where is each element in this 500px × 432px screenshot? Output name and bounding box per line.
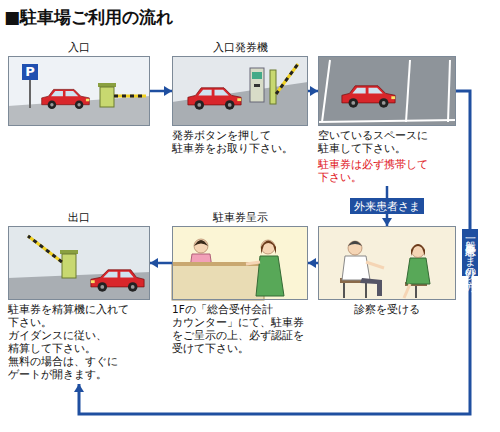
route-label: 外来患者さま <box>350 198 424 214</box>
arrow-head <box>310 86 318 96</box>
flow-step: 入口発券機発券ボタンを押して 駐車券をお取り下さい。 <box>172 40 308 155</box>
flow-step: 入口 <box>8 40 150 126</box>
sign-letter: P <box>22 64 38 80</box>
arrow-head <box>74 384 84 392</box>
step-text: 駐車券を精算機に入れて 下さい。 ガイダンスに従い、 精算して下さい。 無料の場… <box>8 303 133 381</box>
step-heading: 入口発券機 <box>172 40 308 56</box>
arrow-head <box>150 258 158 268</box>
counter-scene <box>172 226 308 300</box>
step-text: 空いているスペースに 駐車して下さい。 <box>318 129 456 155</box>
arrow-head <box>308 258 316 268</box>
step-text: 診察を受ける <box>318 303 456 316</box>
flow-step: 出口駐車券を精算機に入れて 下さい。 ガイダンスに従い、 精算して下さい。 無料… <box>8 210 150 381</box>
doctor-scene <box>318 226 456 300</box>
route-label: 一般 外来患者さま以外の方 <box>462 229 478 276</box>
step-text: 発券ボタンを押して 駐車券をお取り下さい。 <box>172 129 308 155</box>
flow-arrow <box>150 86 172 96</box>
flow-arrow <box>308 86 318 96</box>
flow-step: 空いているスペースに 駐車して下さい。駐車券は必ず携帯して 下さい。 <box>318 56 456 184</box>
diagram-title: ■駐車場ご利用の流れ <box>4 6 173 28</box>
flow-arrow <box>150 258 172 268</box>
ticket-machine-scene <box>172 56 308 126</box>
step-text: 駐車券は必ず携帯して 下さい。 <box>318 158 456 184</box>
step-heading: 駐車券呈示 <box>172 210 308 226</box>
arrow-head <box>382 218 392 226</box>
parking-scene <box>318 56 456 126</box>
step-heading: 入口 <box>8 40 150 56</box>
flow-arrow <box>308 258 318 268</box>
flow-arrow <box>74 91 470 414</box>
step-text: 1Fの「総合受付会計 カウンター」にて、駐車券 をご呈示の上、必ず認証を 受けて… <box>172 303 308 355</box>
arrow-line <box>308 90 318 93</box>
arrow-line <box>308 262 318 265</box>
arrow-line <box>150 90 172 93</box>
arrow-line <box>79 91 470 414</box>
arrow-head <box>164 86 172 96</box>
flow-step: 駐車券呈示 1Fの「総合受付会計 カウンター」にて、駐車券 をご呈示の上、必ず認証… <box>172 210 308 355</box>
illustration-frame <box>318 56 456 126</box>
entrance-scene <box>8 56 150 126</box>
illustration-frame <box>172 226 308 300</box>
illustration-frame <box>172 56 308 126</box>
illustration-frame <box>8 226 150 300</box>
arrow-line <box>150 262 172 265</box>
exit-scene <box>8 226 150 300</box>
step-heading: 出口 <box>8 210 150 226</box>
illustration-frame <box>318 226 456 300</box>
flow-step: 診察を受ける <box>318 226 456 316</box>
